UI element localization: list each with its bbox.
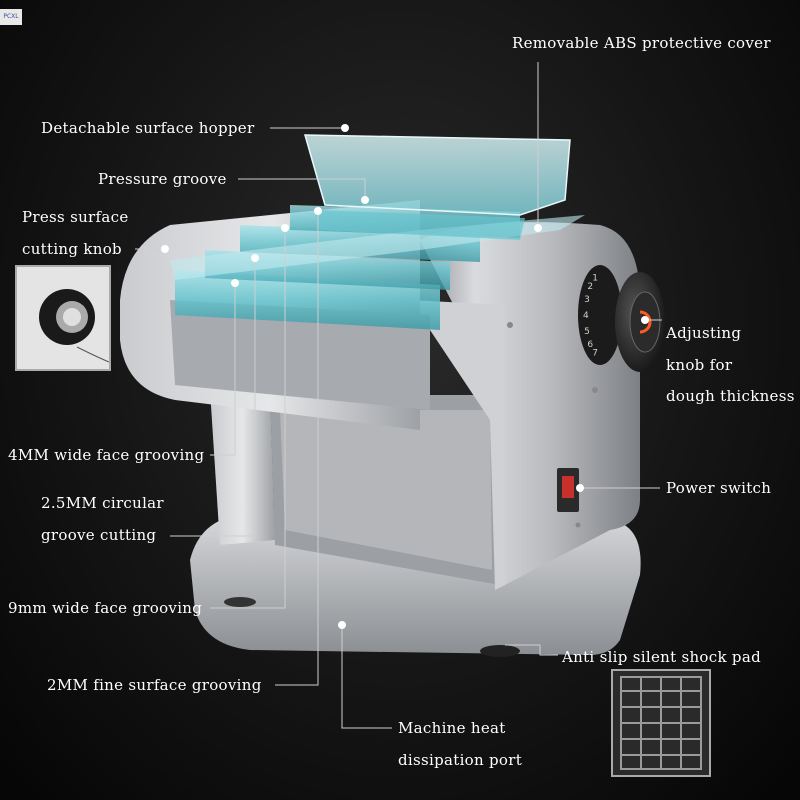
callout-adjust-3: dough thickness: [666, 387, 795, 405]
thickness-dial: [578, 265, 622, 365]
callout-fine-2mm: 2MM fine surface grooving: [47, 676, 262, 694]
shock-pad-foot: [480, 645, 520, 657]
callout-heat-1: Machine heat: [398, 719, 506, 737]
shock-pad-foot: [224, 597, 256, 607]
dial-number: 6: [587, 340, 593, 350]
heat-vent-grille: [620, 676, 702, 770]
shock-pad-inset: [611, 669, 711, 777]
dial-number: 5: [584, 327, 590, 337]
callout-cutting-knob-1: Press surface: [22, 208, 129, 226]
callout-pressure-groove: Pressure groove: [98, 170, 227, 188]
dial-number: 3: [584, 295, 590, 305]
callout-protective-cover: Removable ABS protective cover: [512, 34, 771, 52]
knob-indicator-arrow: [639, 310, 652, 334]
callout-heat-2: dissipation port: [398, 751, 523, 769]
dial-number: 2: [587, 282, 593, 292]
dial-number: 7: [592, 349, 598, 359]
power-switch: [562, 476, 574, 498]
cutting-knob-inset: [15, 265, 111, 371]
brand-badge: PCXL: [0, 9, 22, 25]
callout-adjust-2: knob for: [666, 356, 733, 374]
callout-hopper: Detachable surface hopper: [41, 119, 255, 137]
callout-groove-4mm: 4MM wide face grooving: [8, 446, 205, 464]
callout-cutting-knob-2: cutting knob: [22, 240, 122, 258]
surface-hopper: [304, 134, 571, 216]
callout-shock-pad: Anti slip silent shock pad: [562, 648, 761, 666]
callout-power-switch: Power switch: [666, 479, 772, 497]
callout-circular-1: 2.5MM circular: [41, 494, 164, 512]
callout-adjust-1: Adjusting: [666, 324, 742, 342]
leader-dots: [161, 124, 649, 629]
left-leg: [210, 390, 275, 545]
callout-groove-9mm: 9mm wide face grooving: [8, 599, 203, 617]
leader-lines: [135, 62, 662, 729]
dial-number: 1: [592, 273, 598, 283]
dial-number: 4: [583, 311, 589, 321]
right-front-face: [410, 300, 505, 590]
callout-circular-2: groove cutting: [41, 526, 157, 544]
dial-numbers: 12 3 4 5 67: [583, 273, 598, 358]
hopper-mouth: [315, 210, 525, 240]
front-panel: [280, 410, 492, 570]
